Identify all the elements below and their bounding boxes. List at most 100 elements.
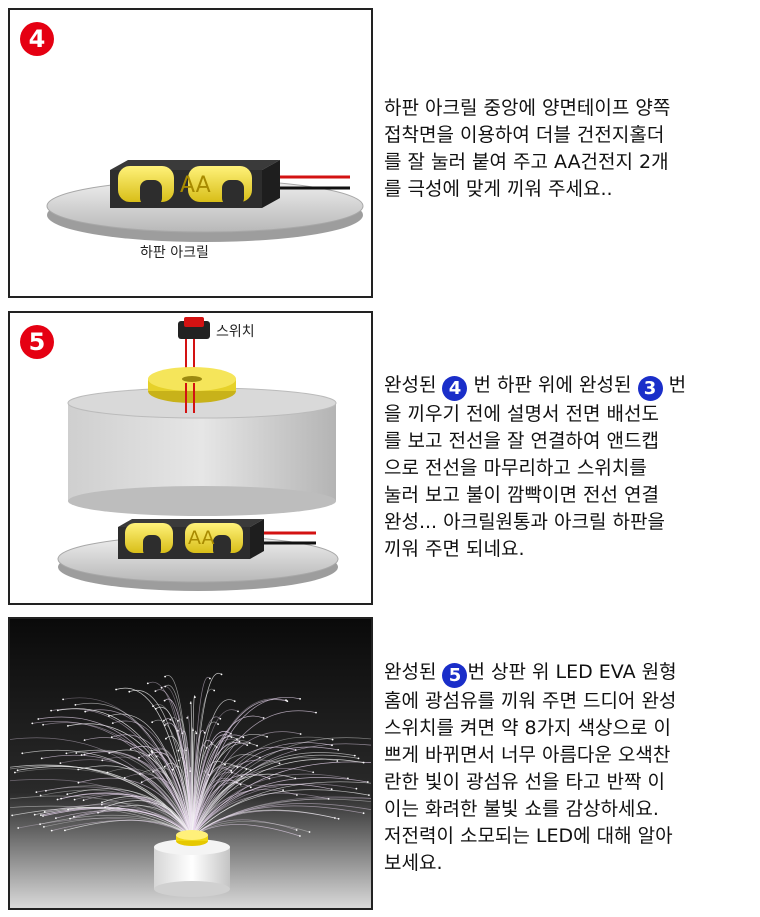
fiber-strand — [55, 809, 193, 838]
fiber-tip — [80, 754, 83, 756]
fiber-strand — [163, 718, 193, 838]
fiber-tip — [39, 794, 42, 797]
fiber-strand — [149, 751, 193, 838]
fiber-tip — [368, 794, 370, 796]
fiber-strand — [84, 751, 193, 838]
text-line: 으로 전선을 마무리하고 스위치를 — [384, 457, 647, 479]
fiber-tip — [262, 717, 265, 719]
fiber-strand — [109, 749, 193, 838]
step5-panel: 5 — [8, 311, 373, 605]
fiber-tip — [331, 738, 334, 741]
text-fragment: 번 하판 위에 완성된 — [467, 374, 638, 396]
fiber-strand — [191, 752, 355, 838]
fiber-strand — [185, 747, 193, 838]
fiber-tip — [237, 710, 239, 713]
fiber-tip — [330, 788, 333, 791]
text-line: 하판 아크릴 중앙에 양면테이프 양쪽 — [384, 97, 671, 119]
fiber-tip — [55, 817, 57, 819]
fiber-tip — [177, 730, 179, 732]
fiber-tip — [362, 761, 365, 764]
step4-instructions: 하판 아크릴 중앙에 양면테이프 양쪽 접착면을 이용하여 더블 건전지홀더 를… — [384, 95, 754, 203]
fiber-strand — [151, 748, 193, 838]
fiber-tip — [249, 786, 252, 789]
fiber-tip — [21, 752, 24, 755]
fiber-tip — [238, 740, 241, 743]
fiber-tip — [138, 756, 140, 759]
fiber-tip — [327, 798, 330, 800]
text-line: 완성... 아크릴원통과 아크릴 하판을 — [384, 511, 665, 533]
text-line: 을 끼우기 전에 설명서 전면 배선도 — [384, 403, 659, 425]
fiber-tip — [140, 781, 143, 784]
fiber-tip — [160, 686, 163, 689]
fiber-tip — [357, 757, 360, 760]
fiber-tip — [299, 835, 301, 837]
fiber-strand — [81, 751, 193, 838]
fiber-tip — [67, 725, 69, 727]
fiber-tip — [185, 749, 188, 752]
fiber-tip — [50, 829, 53, 832]
fiber-strand — [191, 796, 371, 838]
fiber-tip — [39, 823, 41, 826]
fiber-tip — [11, 814, 14, 817]
fiber-strand — [191, 774, 270, 838]
fiber-strand — [191, 736, 333, 838]
fiber-tip — [164, 685, 167, 688]
fiber-strand — [191, 715, 264, 838]
fiber-strand — [111, 734, 193, 838]
text-line: 를 잘 눌러 붙여 주고 AA건전지 2개 — [384, 151, 669, 173]
fiber-tip — [337, 817, 340, 820]
fiber-strand — [177, 718, 193, 838]
fiber-tip — [83, 753, 86, 756]
step4-number-badge: 4 — [20, 22, 54, 56]
fiber-tip — [50, 709, 52, 712]
fiber-tip — [355, 787, 358, 790]
fiber-tip — [299, 733, 302, 735]
fiber-tip — [110, 736, 113, 739]
text-line: 보세요. — [384, 852, 443, 874]
fiber-tip — [248, 742, 251, 744]
fiber-tip — [286, 700, 289, 703]
fiber-strand — [85, 709, 193, 838]
fiber-tip — [108, 715, 110, 717]
fiber-strand — [191, 761, 371, 838]
fiber-strand — [191, 809, 335, 838]
fiber-strand — [57, 708, 193, 838]
fiber-strand — [191, 737, 371, 838]
fiber-strand — [147, 681, 193, 838]
fiber-tip — [45, 789, 47, 792]
fiber-tip — [296, 794, 298, 796]
fiber-tip — [308, 831, 311, 833]
fiber-tip — [177, 749, 180, 752]
fiber-tip — [73, 798, 76, 801]
fiber-tip — [35, 791, 38, 793]
fiber-strand — [78, 765, 193, 838]
fiber-tip — [59, 762, 62, 764]
fiber-tip — [256, 744, 258, 747]
fiber-strand — [40, 814, 193, 838]
text-line: 란한 빛이 광섬유 선을 타고 반짝 이 — [384, 771, 665, 793]
fiber-tip — [163, 765, 166, 768]
fiber-tip — [64, 829, 66, 832]
fiber-tip — [42, 815, 44, 817]
text-fragment: 완성된 — [384, 374, 443, 396]
fiber-tip — [242, 736, 245, 739]
fiber-tip — [282, 789, 284, 791]
fiber-tip — [209, 677, 211, 680]
fiber-strand — [191, 783, 332, 838]
step-ref-badge: 5 — [442, 663, 468, 688]
fiber-strand — [191, 672, 222, 838]
fiber-tip — [123, 777, 126, 779]
fiber-strand — [191, 758, 364, 838]
fiber-strand — [69, 810, 193, 838]
fiber-strand — [51, 819, 193, 838]
fiber-tip — [152, 770, 155, 773]
fiber-strand — [129, 689, 193, 838]
fiber-tip — [101, 759, 104, 762]
fiber-tip — [83, 739, 86, 741]
fiber-tip — [77, 781, 80, 784]
fiber-tip — [42, 723, 44, 726]
fiber-tip — [151, 721, 154, 724]
battery-label: AA — [180, 173, 211, 198]
fiber-tip — [148, 754, 151, 757]
